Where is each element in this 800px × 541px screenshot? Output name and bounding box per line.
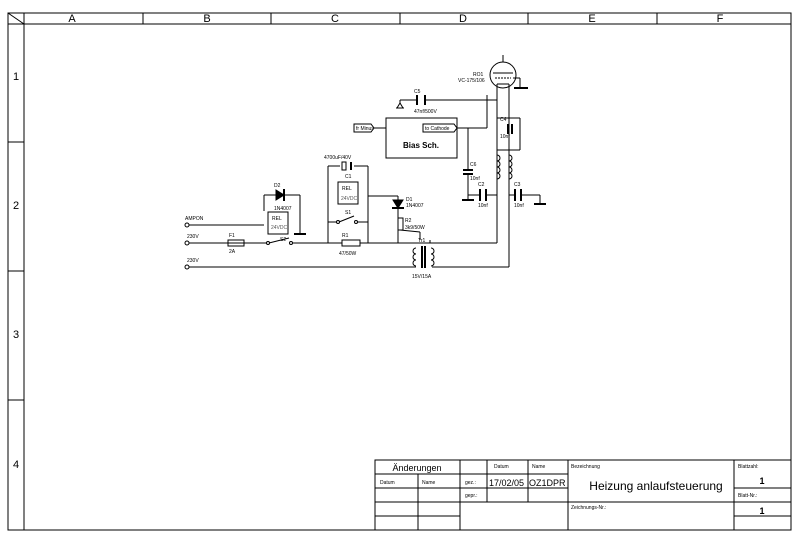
bias-block bbox=[353, 117, 458, 159]
capacitor-c3 bbox=[514, 189, 546, 205]
bias-out-label: to Cathode bbox=[425, 126, 450, 132]
bias-in-label: fr Minus bbox=[356, 126, 374, 132]
tb-drawn-name: OZ1DPR bbox=[529, 478, 566, 488]
switch-s1 bbox=[336, 215, 358, 224]
c6-ref: C6 bbox=[470, 162, 477, 168]
column-label-f: F bbox=[717, 13, 724, 25]
d1-ref: D1 bbox=[406, 197, 413, 203]
transformer-tr1 bbox=[412, 246, 435, 268]
column-label-c: C bbox=[331, 13, 339, 25]
tb-checked-label: gepr.: bbox=[465, 493, 478, 499]
s1-ref: S1 bbox=[345, 210, 351, 216]
r2-ref: R2 bbox=[405, 218, 412, 224]
r1-value: 47/50W bbox=[339, 251, 357, 257]
heater-chokes bbox=[496, 154, 513, 180]
d2-part: 1N4007 bbox=[274, 206, 292, 212]
relay-rel1 bbox=[337, 181, 359, 205]
tb-designation-label: Bezeichnung bbox=[571, 464, 600, 470]
c3-ref: C3 bbox=[514, 182, 521, 188]
row-label-1: 1 bbox=[13, 71, 19, 83]
tb-drawn-date: 17/02/05 bbox=[489, 478, 524, 488]
bias-block-label: Bias Sch. bbox=[403, 141, 439, 150]
r2-value: 3k9/50W bbox=[405, 225, 425, 231]
drawing-frame bbox=[7, 12, 792, 531]
c6-value: 10nf bbox=[470, 176, 480, 182]
capacitor-c2 bbox=[479, 189, 487, 201]
tb-date-header: Datum bbox=[494, 464, 509, 470]
d1-part: 1N4007 bbox=[406, 203, 424, 209]
tr1-ref: Tr1 bbox=[418, 238, 426, 244]
capacitor-c1 bbox=[341, 161, 352, 171]
column-label-a: A bbox=[68, 13, 76, 25]
tube-ro1 bbox=[489, 55, 528, 95]
switch-s2 bbox=[266, 237, 293, 245]
resistor-r2 bbox=[397, 217, 421, 233]
title-block bbox=[374, 459, 792, 531]
tb-drawn-label: gez.: bbox=[465, 480, 476, 486]
capacitor-c6 bbox=[462, 169, 474, 201]
diode-d2 bbox=[275, 189, 285, 201]
c2-ref: C2 bbox=[478, 182, 485, 188]
c2-value: 10nf bbox=[478, 203, 488, 209]
s2-ref: S2 bbox=[280, 237, 286, 243]
tb-title: Heizung anlaufsteuerung bbox=[589, 479, 722, 493]
terminals bbox=[184, 222, 190, 270]
rel2-ref: REL bbox=[272, 216, 282, 222]
terminal-230v-upper-label: 230V bbox=[187, 234, 199, 240]
tube-ref: RO1 bbox=[473, 72, 484, 78]
c1-value: 4700uF/40V bbox=[324, 155, 352, 161]
rel2-rating: 24VDC bbox=[271, 225, 288, 231]
column-label-e: E bbox=[588, 13, 595, 25]
relay-rel2 bbox=[267, 211, 306, 235]
row-label-2: 2 bbox=[13, 200, 19, 212]
r1-ref: R1 bbox=[342, 233, 349, 239]
column-label-d: D bbox=[459, 13, 467, 25]
rel1-ref: REL bbox=[342, 186, 352, 192]
c5-ref: C5 bbox=[414, 89, 421, 95]
tb-sheet-count-label: Blattzahl: bbox=[738, 464, 759, 470]
tb-name-header: Name bbox=[532, 464, 546, 470]
row-label-4: 4 bbox=[13, 459, 19, 471]
terminal-ampon-label: AMPON bbox=[185, 216, 204, 222]
row-label-3: 3 bbox=[13, 329, 19, 341]
capacitor-c5 bbox=[396, 95, 426, 109]
resistor-r1 bbox=[341, 239, 361, 247]
c3-value: 10nf bbox=[514, 203, 524, 209]
d2-ref: D2 bbox=[274, 183, 281, 189]
capacitor-c4 bbox=[507, 124, 513, 134]
f1-ref: F1 bbox=[229, 233, 235, 239]
tb-drawing-no-label: Zeichnungs-Nr.: bbox=[571, 505, 606, 511]
column-label-b: B bbox=[203, 13, 210, 25]
tb-col-name: Name bbox=[422, 480, 436, 486]
fuse-f1 bbox=[227, 239, 245, 247]
tb-sheet-no-label: Blatt-Nr.: bbox=[738, 493, 757, 499]
tb-sheet-count: 1 bbox=[759, 476, 764, 486]
rel1-rating: 24VDC bbox=[341, 196, 358, 202]
diode-d1 bbox=[392, 199, 404, 209]
tube-part: VC-175/106 bbox=[458, 78, 485, 84]
tb-changes-header: Änderungen bbox=[392, 463, 441, 473]
tb-col-date: Datum bbox=[380, 480, 395, 486]
tr1-value: 15V/15A bbox=[412, 274, 432, 280]
c4-value: 10nf bbox=[500, 134, 510, 140]
c5-value: 47nf/500V bbox=[414, 109, 437, 115]
c1-ref: C1 bbox=[345, 174, 352, 180]
c4-ref: C4 bbox=[500, 117, 507, 123]
tb-sheet-no: 1 bbox=[759, 506, 764, 516]
terminal-230v-lower-label: 230V bbox=[187, 258, 199, 264]
f1-value: 2A bbox=[229, 249, 236, 255]
